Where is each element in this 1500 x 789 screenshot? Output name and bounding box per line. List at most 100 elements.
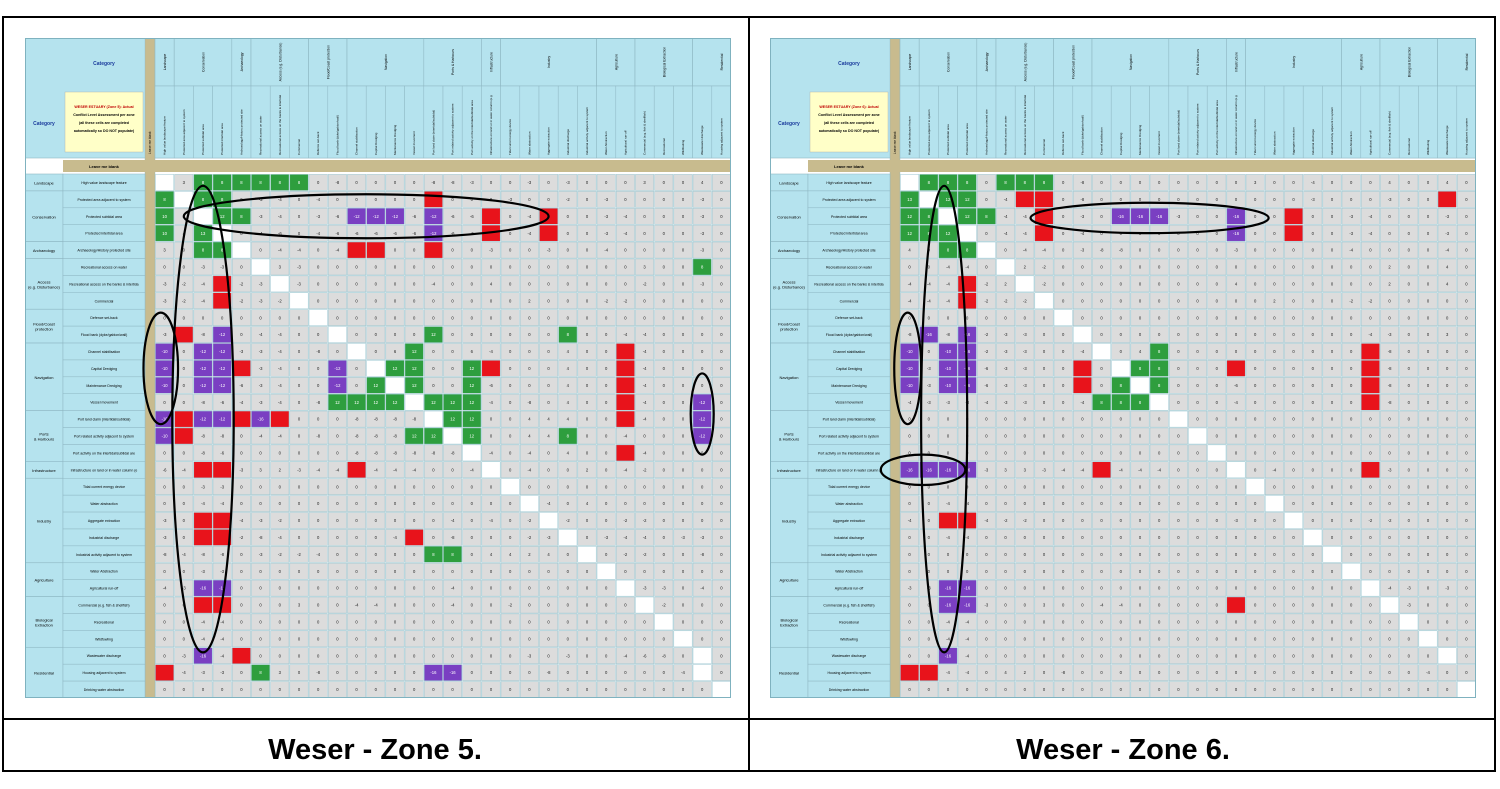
matrix-cell (155, 427, 175, 445)
matrix-cell-value: -12 (200, 383, 207, 388)
matrix-cell (577, 292, 597, 310)
matrix-cell-value: -4 (1311, 180, 1315, 185)
matrix-cell-value: -8 (201, 434, 205, 439)
matrix-cell (500, 461, 520, 479)
matrix-cell-value: 0 (375, 281, 378, 286)
matrix-cell-value: 0 (355, 281, 358, 286)
matrix-cell (539, 326, 559, 343)
matrix-cell-value: 0 (355, 383, 358, 388)
matrix-cell (1188, 360, 1208, 377)
matrix-cell-value: -3 (566, 653, 570, 658)
row-label: Aggregate extraction (833, 519, 865, 523)
matrix-cell (635, 393, 655, 411)
matrix-cell-value: 0 (317, 451, 320, 456)
row-label: Recreational (839, 620, 859, 624)
matrix-cell (558, 613, 578, 631)
matrix-cell-value: -8 (1388, 383, 1392, 388)
matrix-cell (976, 174, 996, 191)
matrix-cell (596, 207, 616, 225)
matrix-cell (347, 613, 367, 631)
matrix-cell-value: -2 (643, 467, 647, 472)
matrix-cell-value: 0 (1254, 214, 1257, 219)
column-label: Industrial activity adjacent to system (585, 106, 589, 155)
matrix-cell-value: 0 (1254, 315, 1257, 320)
matrix-cell-value: 0 (471, 586, 474, 591)
matrix-cell-value: 0 (183, 636, 186, 641)
matrix-cell (1034, 343, 1054, 360)
matrix-cell (692, 512, 712, 529)
matrix-cell (270, 596, 290, 614)
matrix-cell (1341, 326, 1361, 343)
matrix-cell (558, 630, 578, 648)
matrix-cell-value: -4 (985, 518, 989, 523)
matrix-cell-value: 0 (432, 687, 435, 692)
matrix-cell-value: 0 (663, 315, 666, 320)
row-group-label: Navigation (780, 375, 799, 380)
matrix-cell (155, 546, 175, 563)
matrix-cell (1322, 410, 1342, 428)
matrix-cell (1245, 258, 1265, 276)
column-label: Housing adjacent to system (719, 118, 723, 155)
matrix-cell (327, 258, 347, 276)
matrix-cell-value: 0 (375, 552, 378, 557)
matrix-cell-value: 0 (528, 670, 531, 675)
matrix-cell (385, 343, 405, 360)
column-label: Channel stabilisation (1100, 127, 1104, 155)
matrix-cell (423, 546, 443, 563)
matrix-cell-value: 0 (1408, 248, 1411, 253)
matrix-cell (289, 410, 309, 428)
matrix-cell (1418, 343, 1438, 360)
matrix-cell-value: 0 (663, 298, 666, 303)
matrix-cell (1053, 427, 1073, 445)
matrix-cell-value: -3 (201, 569, 205, 574)
matrix-cell (404, 664, 424, 681)
matrix-cell-value: -12 (219, 417, 226, 422)
matrix-cell (539, 613, 559, 631)
matrix-cell (1264, 410, 1284, 428)
matrix-cell-value: 0 (624, 603, 627, 608)
matrix-cell (615, 393, 635, 411)
matrix-cell (404, 546, 424, 563)
matrix-cell (1072, 191, 1092, 208)
column-group-label: Biological Extraction (1407, 47, 1411, 78)
matrix-cell-value: 0 (240, 484, 243, 489)
matrix-cell (938, 258, 958, 276)
matrix-cell-value: 0 (1273, 400, 1276, 405)
matrix-cell-value: 0 (336, 501, 339, 506)
matrix-cell-value: 0 (490, 569, 493, 574)
matrix-cell-value: 0 (490, 332, 493, 337)
matrix-cell-value: 0 (1331, 197, 1334, 202)
matrix-cell (231, 529, 251, 546)
matrix-cell (385, 613, 405, 631)
matrix-cell-value: 0 (1446, 366, 1449, 371)
row-label: Port related activity adjacent to system (819, 435, 879, 439)
matrix-cell-value: 0 (1427, 248, 1430, 253)
matrix-cell (692, 410, 712, 428)
matrix-cell (1072, 174, 1092, 191)
matrix-cell (1226, 275, 1246, 293)
matrix-cell (193, 207, 213, 225)
column-label: Port land claim (intertidal/subtidal) (431, 110, 435, 155)
matrix-cell (654, 174, 674, 191)
matrix-cell-value: 0 (663, 569, 666, 574)
matrix-cell-value: 0 (509, 383, 512, 388)
matrix-cell (596, 174, 616, 191)
matrix-cell (996, 292, 1016, 310)
matrix-cell (539, 191, 559, 208)
matrix-cell-value: 0 (471, 518, 474, 523)
matrix-cell (212, 512, 232, 529)
matrix-cell-value: 0 (1216, 180, 1219, 185)
matrix-cell-value: 0 (985, 315, 988, 320)
matrix-cell (577, 529, 597, 546)
matrix-cell (692, 478, 712, 496)
matrix-cell-value: 0 (240, 569, 243, 574)
matrix-cell-value: 0 (432, 518, 435, 523)
matrix-cell-value: -16 (926, 332, 933, 337)
matrix-cell (1034, 360, 1054, 377)
matrix-cell-value: 0 (451, 501, 454, 506)
matrix-cell (423, 292, 443, 310)
row-label: Port land claim (intertidal/subtidal) (78, 418, 131, 422)
matrix-cell-value: -4 (220, 620, 224, 625)
matrix-cell (308, 326, 328, 343)
matrix-cell (251, 275, 271, 293)
